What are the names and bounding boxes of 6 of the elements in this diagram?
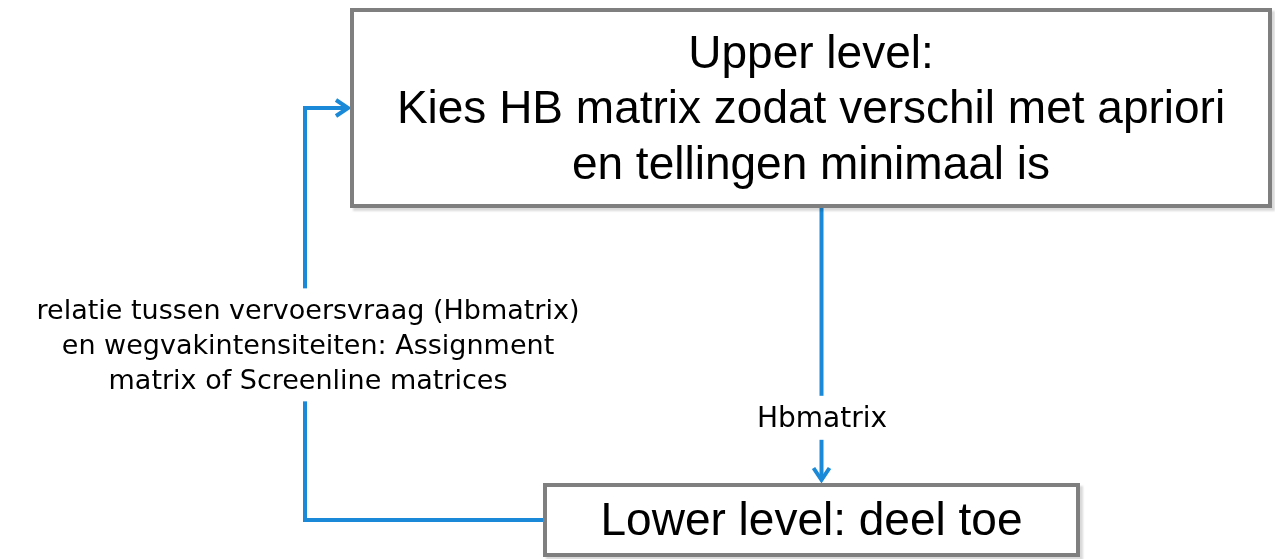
process-box bbox=[543, 483, 1080, 557]
edge-label: Hbmatrix bbox=[756, 395, 888, 441]
box-text: Kies HB matrix zodat verschil met apriori en tellingen minimaal is bbox=[395, 80, 1227, 191]
box-heading: Upper level: bbox=[688, 25, 934, 81]
box-text: Lower level: deel toe bbox=[600, 492, 1023, 548]
process-box bbox=[350, 8, 1272, 208]
